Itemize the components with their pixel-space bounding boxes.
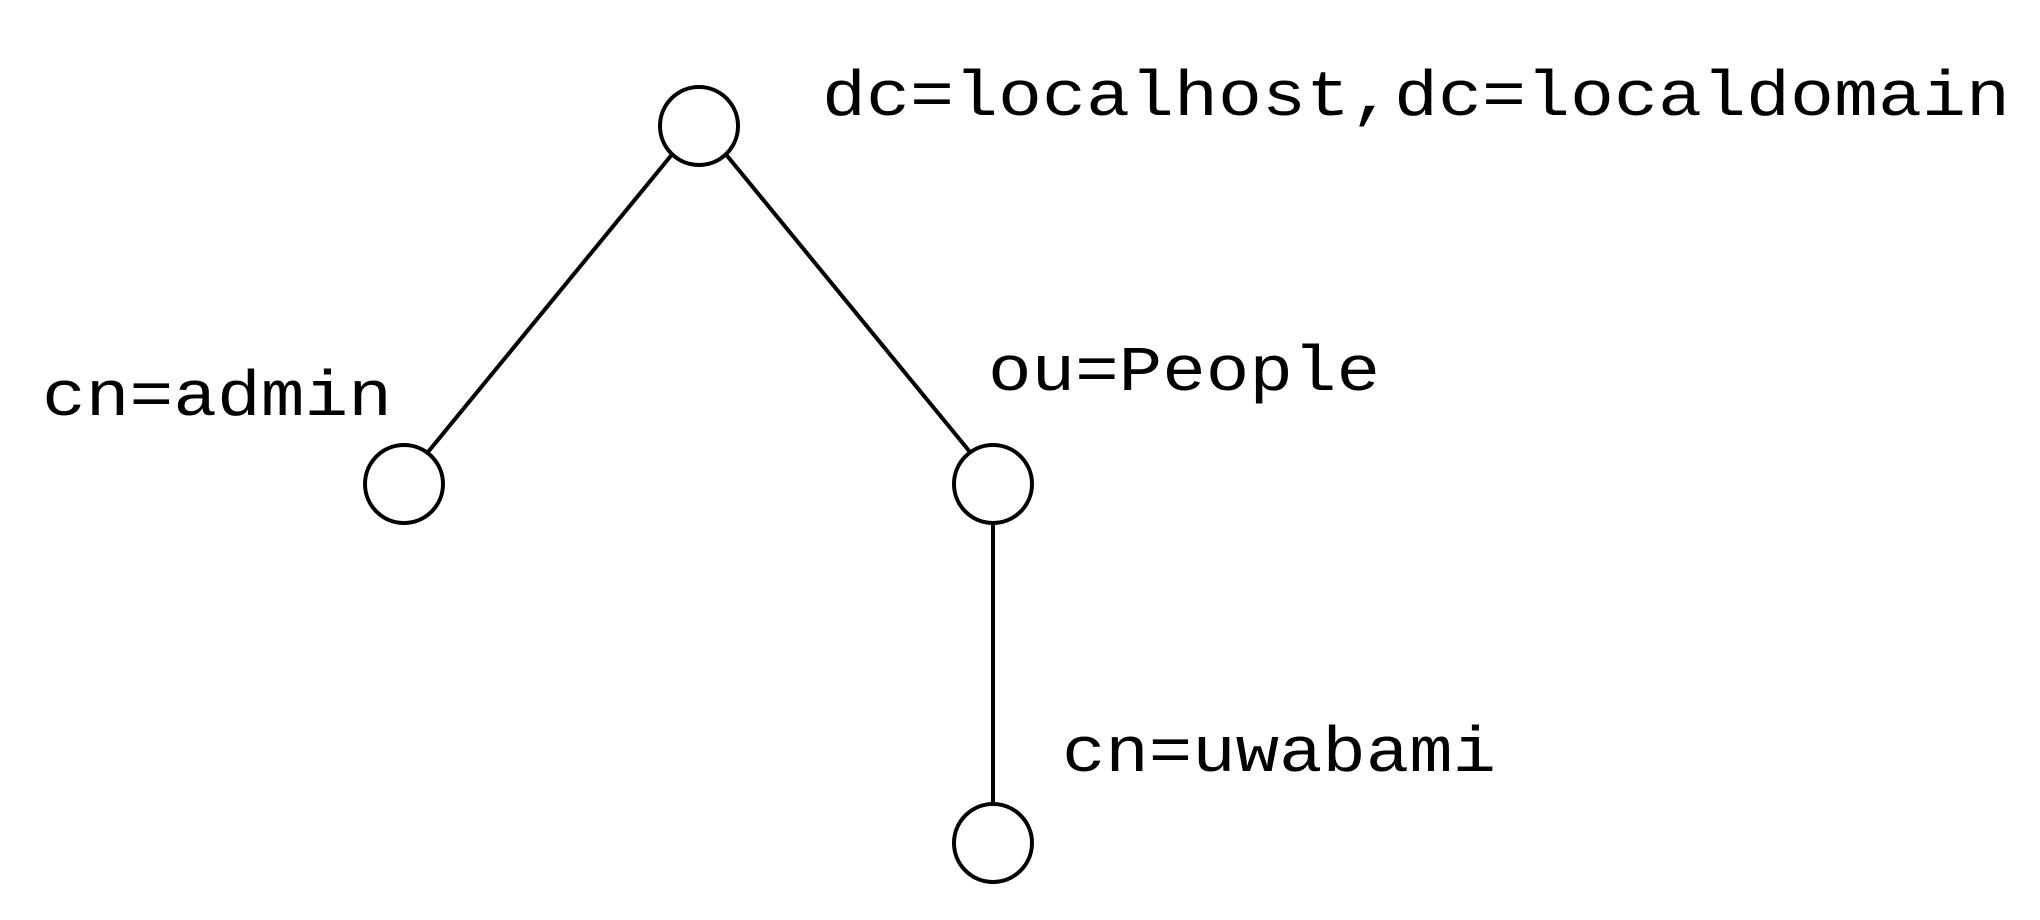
label-admin: cn=admin (42, 363, 392, 435)
node-uwabami[interactable] (952, 802, 1034, 884)
label-people: ou=People (988, 338, 1380, 410)
node-people[interactable] (952, 443, 1034, 525)
node-admin[interactable] (363, 443, 445, 525)
node-root[interactable] (658, 85, 740, 167)
edge-root-admin (426, 150, 676, 454)
edge-root-people (722, 150, 972, 454)
label-root: dc=localhost,dc=localdomain (822, 63, 2010, 135)
label-uwabami: cn=uwabami (1062, 719, 1496, 791)
